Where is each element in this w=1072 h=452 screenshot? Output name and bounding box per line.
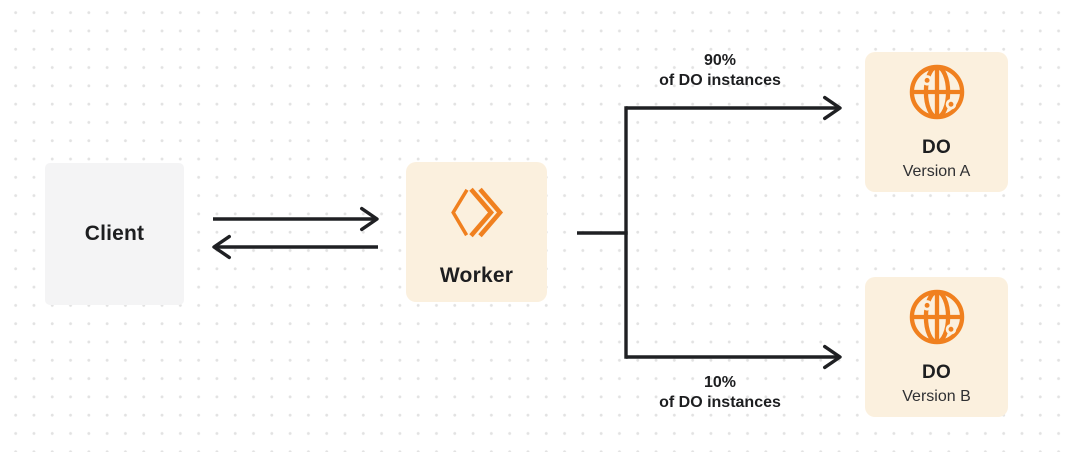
worker-label: Worker (439, 264, 514, 287)
percent-caption: of DO instances (659, 394, 781, 411)
percent-caption: of DO instances (659, 72, 781, 89)
do-b-title: DO (921, 362, 952, 383)
do-version-b-node: DO Version B (865, 277, 1008, 417)
client-label: Client (84, 222, 145, 245)
traffic-split-label-10: 10% of DO instances (620, 373, 820, 413)
traffic-split-label-90: 90% of DO instances (620, 51, 820, 91)
client-node: Client (45, 163, 184, 305)
globe-icon (909, 64, 964, 120)
do-a-version-label: Version A (902, 163, 971, 180)
workers-logo-icon (450, 187, 503, 238)
do-a-title: DO (921, 137, 952, 158)
do-version-a-node: DO Version A (865, 52, 1008, 192)
percent-value: 10% (703, 374, 737, 391)
worker-node: Worker (406, 162, 547, 302)
percent-value: 90% (703, 52, 737, 69)
do-b-version-label: Version B (902, 388, 971, 405)
globe-icon (909, 289, 964, 345)
